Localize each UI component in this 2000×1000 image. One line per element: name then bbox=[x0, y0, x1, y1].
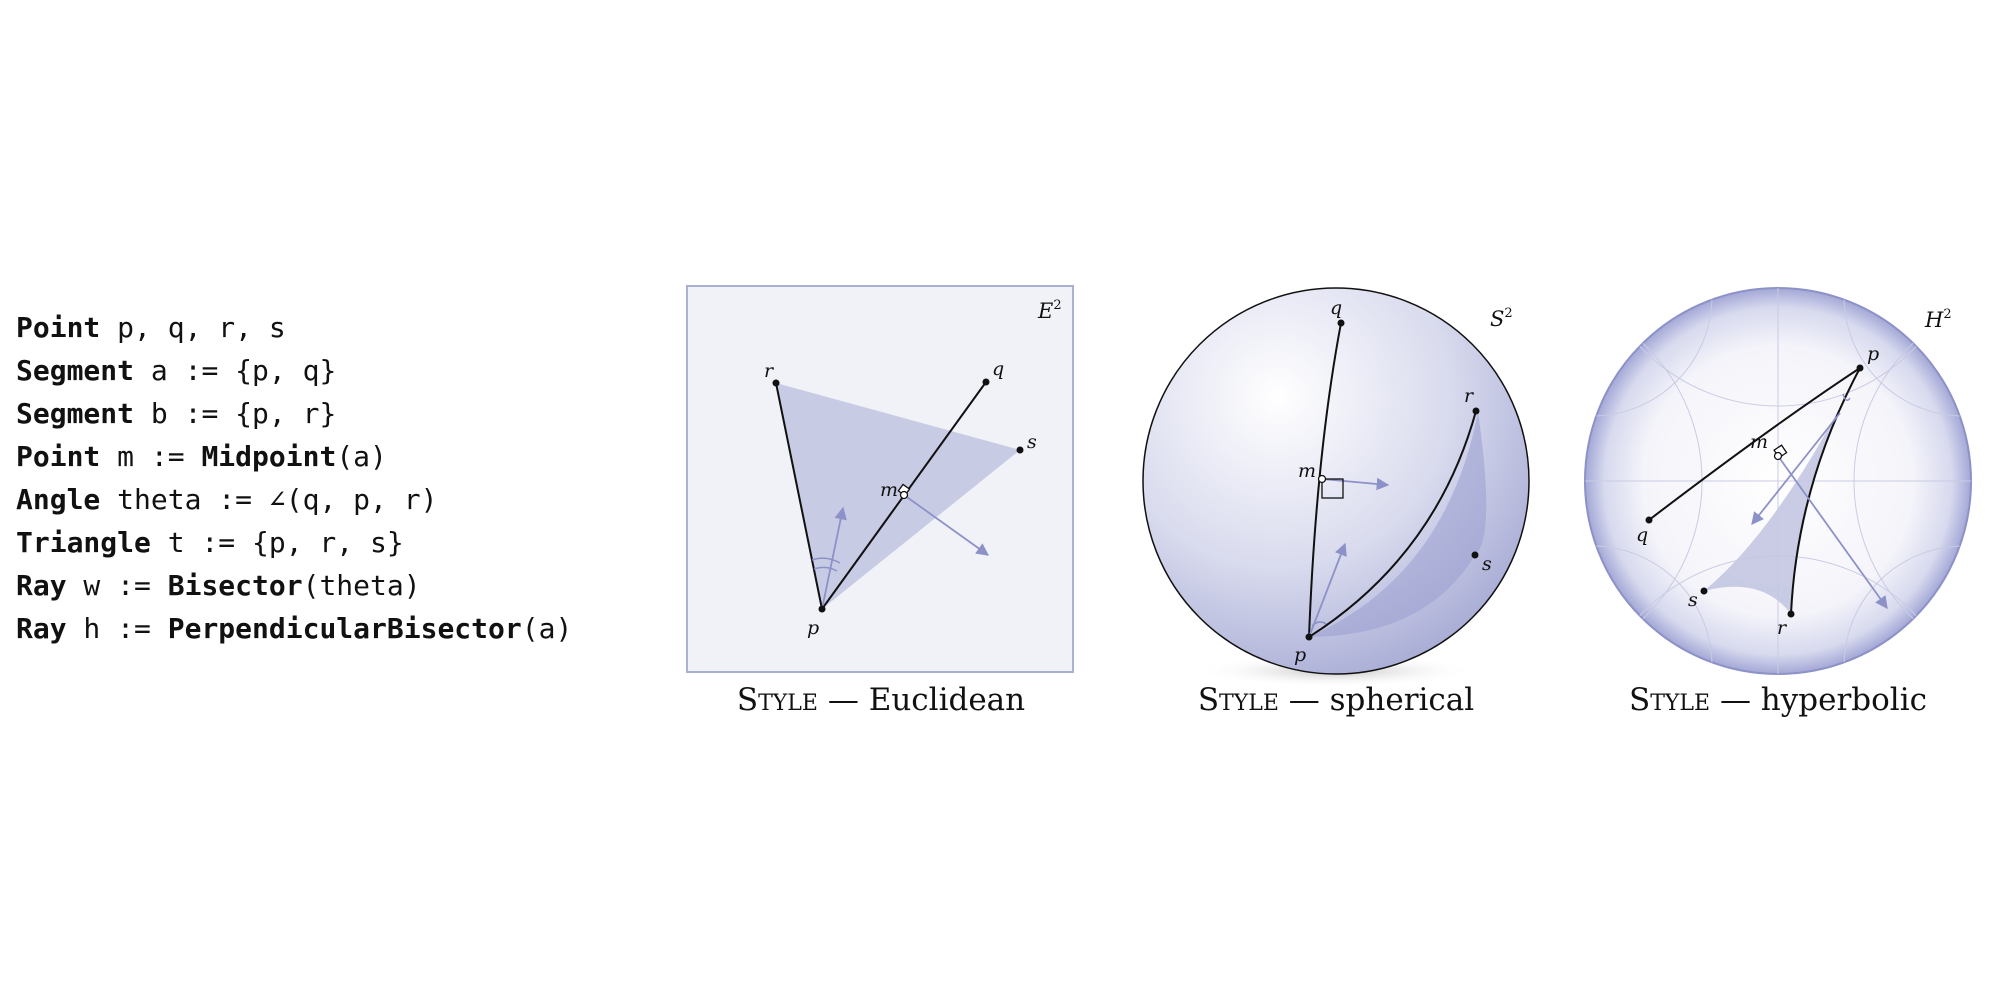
keyword: Triangle bbox=[16, 526, 151, 559]
space-label: E2 bbox=[1037, 298, 1062, 323]
caption-text: — Euclidean bbox=[817, 682, 1026, 718]
perpendicular-ray-h bbox=[1777, 455, 1888, 610]
statement: theta := ∠(q, p, r) bbox=[100, 483, 438, 516]
label-s: s bbox=[1688, 589, 1698, 611]
caption-style-word: Style bbox=[736, 682, 818, 718]
label-q: q bbox=[1330, 297, 1342, 319]
point-s-marker bbox=[1016, 446, 1024, 454]
keyword: Segment bbox=[16, 354, 135, 387]
statement: t := {p, r, s} bbox=[150, 526, 404, 559]
caption-euclidean: Style — Euclidean bbox=[686, 682, 1076, 718]
arguments: (theta) bbox=[302, 569, 421, 602]
point-r-marker bbox=[1472, 407, 1480, 415]
statement: a := {p, q} bbox=[134, 354, 337, 387]
arguments: (a) bbox=[521, 612, 573, 645]
label-q: q bbox=[992, 358, 1004, 380]
caption-text: — hyperbolic bbox=[1710, 682, 1927, 718]
point-s-marker bbox=[1700, 587, 1708, 595]
function-name: PerpendicularBisector bbox=[167, 612, 522, 645]
statement: w := bbox=[66, 569, 168, 602]
keyword: Angle bbox=[16, 483, 101, 516]
code-line: Segment b := {p, r} bbox=[16, 392, 572, 435]
label-p: p bbox=[1294, 644, 1306, 666]
point-s-marker bbox=[1471, 551, 1479, 559]
statement: p, q, r, s bbox=[100, 311, 286, 344]
point-q-marker bbox=[1337, 319, 1345, 327]
bisector-ray-w bbox=[1751, 412, 1841, 525]
space-label: S2 bbox=[1490, 306, 1513, 331]
label-r: r bbox=[1464, 385, 1475, 407]
code-line: Point p, q, r, s bbox=[16, 306, 572, 349]
angle-mark-theta bbox=[1311, 621, 1327, 627]
function-name: Bisector bbox=[167, 569, 303, 602]
spherical-figure: p q r s m S2 bbox=[1142, 287, 1530, 686]
code-line: Ray w := Bisector(theta) bbox=[16, 564, 572, 607]
code-line: Angle theta := ∠(q, p, r) bbox=[16, 478, 572, 521]
caption-style-word: Style bbox=[1628, 682, 1711, 718]
caption-style-word: Style bbox=[1197, 682, 1279, 718]
statement: m := bbox=[100, 440, 202, 473]
point-p-marker bbox=[818, 605, 826, 613]
angle-mark-theta-inner bbox=[813, 566, 838, 572]
euclidean-figure: p r q s m E2 bbox=[686, 285, 1074, 673]
statement: h := bbox=[66, 612, 168, 645]
point-m-marker bbox=[1773, 451, 1783, 461]
point-r-marker bbox=[1787, 610, 1795, 618]
program-listing: Point p, q, r, s Segment a := {p, q} Seg… bbox=[16, 306, 572, 650]
point-p-marker bbox=[1856, 364, 1864, 372]
label-q: q bbox=[1636, 524, 1648, 546]
label-s: s bbox=[1027, 431, 1037, 453]
code-line: Triangle t := {p, r, s} bbox=[16, 521, 572, 564]
point-p-marker bbox=[1305, 633, 1313, 641]
point-q-marker bbox=[982, 378, 990, 386]
point-r-marker bbox=[772, 379, 780, 387]
keyword: Point bbox=[16, 440, 101, 473]
code-line: Point m := Midpoint(a) bbox=[16, 435, 572, 478]
label-p: p bbox=[807, 617, 819, 639]
segment-b bbox=[775, 382, 823, 610]
bisector-ray-w bbox=[821, 506, 847, 610]
label-m: m bbox=[1750, 431, 1768, 453]
segment-a bbox=[1648, 367, 1861, 521]
point-m-marker bbox=[1317, 474, 1327, 484]
triangle-t bbox=[1309, 412, 1487, 637]
label-m: m bbox=[1298, 460, 1316, 482]
label-s: s bbox=[1482, 553, 1492, 575]
perpendicular-ray-h bbox=[903, 494, 990, 556]
arguments: (a) bbox=[336, 440, 387, 473]
caption-text: — spherical bbox=[1278, 682, 1475, 718]
perpendicular-ray-h bbox=[1321, 477, 1390, 491]
keyword: Point bbox=[16, 311, 101, 344]
segment-a bbox=[1308, 322, 1342, 638]
space-label: H2 bbox=[1924, 307, 1952, 332]
code-line: Segment a := {p, q} bbox=[16, 349, 572, 392]
label-r: r bbox=[1777, 617, 1788, 639]
triangle-t bbox=[776, 383, 1020, 609]
keyword: Ray bbox=[16, 569, 67, 602]
hyperbolic-figure: p q r s m H2 bbox=[1584, 287, 1972, 675]
label-r: r bbox=[764, 360, 775, 382]
point-q-marker bbox=[1645, 516, 1653, 524]
function-name: Midpoint bbox=[201, 440, 337, 473]
label-p: p bbox=[1867, 343, 1879, 365]
code-line: Ray h := PerpendicularBisector(a) bbox=[16, 607, 572, 650]
angle-mark-theta bbox=[1842, 393, 1851, 401]
keyword: Segment bbox=[16, 397, 135, 430]
statement: b := {p, r} bbox=[134, 397, 337, 430]
keyword: Ray bbox=[16, 612, 67, 645]
triangle-t bbox=[1704, 368, 1860, 614]
segment-b bbox=[1308, 410, 1477, 638]
caption-hyperbolic: Style — hyperbolic bbox=[1583, 682, 1973, 718]
right-angle-mark bbox=[1321, 478, 1344, 499]
label-m: m bbox=[880, 479, 898, 501]
angle-mark-theta bbox=[811, 557, 841, 564]
bisector-ray-w bbox=[1308, 542, 1347, 638]
point-m-marker bbox=[899, 490, 909, 500]
caption-spherical: Style — spherical bbox=[1131, 682, 1541, 718]
